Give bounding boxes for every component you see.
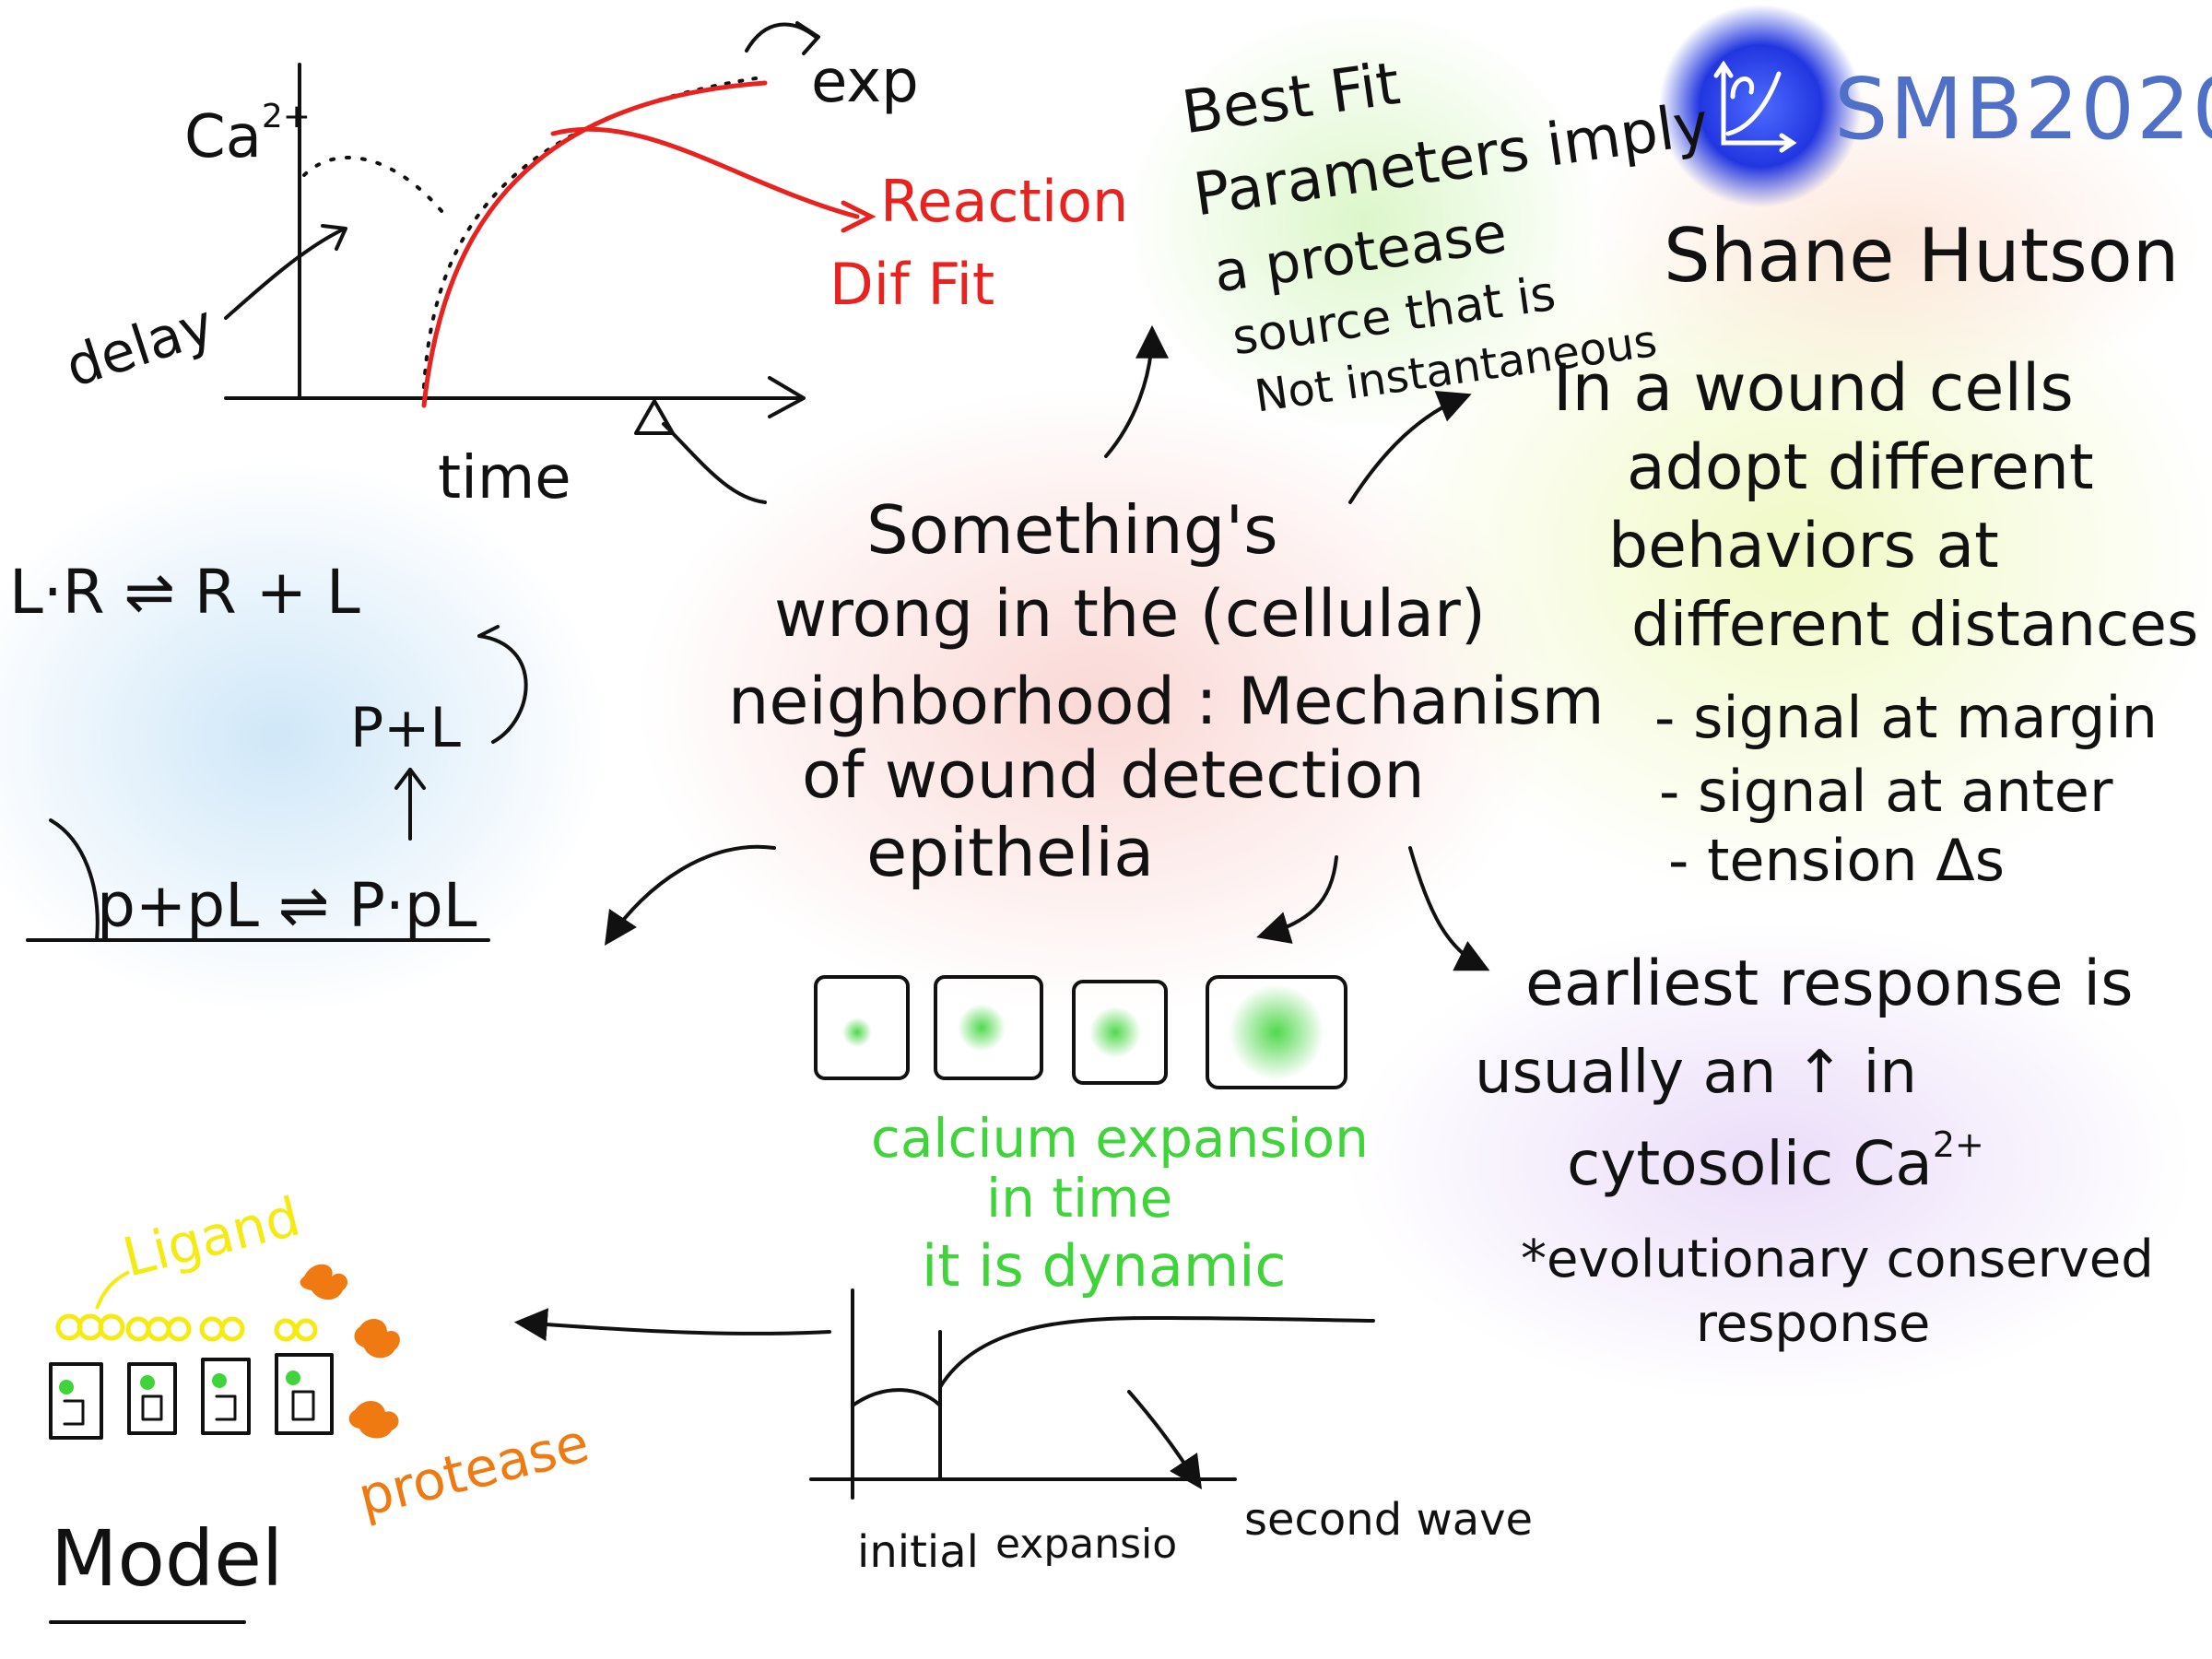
response-line-5: response [1696, 1294, 1930, 1354]
logo-text: SMB2020 [1834, 60, 2212, 159]
delay-label: delay [58, 292, 222, 400]
protease-blobs [300, 1264, 400, 1439]
calcium-frame-3 [1072, 980, 1168, 1085]
chart-ylabel: Ca2+ [184, 98, 311, 171]
reaction-eq-3: p+pL ⇌ P·pL [97, 870, 477, 941]
topic-line-3: neighborhood : Mechanism [728, 664, 1605, 739]
reaction-diffusion-fit-curve [421, 80, 768, 408]
topic-line-2: wrong in the (cellular) [774, 576, 1486, 652]
fit-label-line1: Reaction [880, 168, 1128, 235]
calcium-caption-3: it is dynamic [922, 1232, 1287, 1300]
second-wave-curve [938, 1316, 1375, 1389]
exp-label: exp [811, 48, 919, 116]
reaction-eq-1: L·R ⇌ R + L [9, 557, 360, 628]
connector-arrows [513, 324, 1490, 1489]
topic-line-4: of wound detection [802, 737, 1425, 813]
model-panel: Ligand protease Model [49, 1185, 595, 1624]
topic-line-5: epithelia [866, 814, 1154, 891]
calcium-caption-2: in time [986, 1167, 1172, 1230]
wound-line-3: behaviors at [1608, 510, 1999, 582]
fit-label-line2: Dif Fit [830, 251, 994, 318]
wound-cells-note: In a wound cells adopt different behavio… [1553, 350, 2198, 894]
calcium-frame-2 [934, 975, 1043, 1080]
earliest-response-note: earliest response is usually an ↑ in cyt… [1475, 947, 2154, 1354]
wave-second-label: second wave [1244, 1494, 1533, 1546]
calcium-expansion-panel: calcium expansion in time it is dynamic [814, 975, 1369, 1300]
response-line-1: earliest response is [1525, 947, 2134, 1020]
wound-line-6: - signal at anter [1659, 758, 2113, 825]
calcium-caption-1: calcium expansion [871, 1107, 1369, 1170]
wound-line-5: - signal at margin [1654, 684, 2158, 751]
cell-row [49, 1353, 334, 1440]
dotted-delay-curve [302, 156, 444, 214]
wound-line-7: - tension Δs [1668, 827, 2005, 894]
background-highlights [0, 9, 2212, 1401]
topic-line-1: Something's [866, 491, 1278, 569]
calcium-frame-1 [814, 975, 910, 1080]
speaker-name: Shane Hutson [1664, 213, 2179, 299]
wound-line-1: In a wound cells [1553, 350, 2074, 426]
wave-initial-label: initial [857, 1526, 979, 1578]
logo-graph-icon [1713, 60, 1797, 153]
ligand-molecules [55, 1313, 318, 1342]
wound-line-4: different distances [1631, 589, 2198, 660]
model-label: Model [51, 1513, 283, 1604]
reaction-eq-2: P+L [350, 696, 461, 760]
ligand-label: Ligand [117, 1185, 306, 1289]
calcium-frame-4 [1206, 975, 1347, 1089]
response-line-3: cytosolic Ca2+ [1567, 1124, 1984, 1199]
response-line-4: *evolutionary conserved [1521, 1230, 2154, 1289]
wound-line-2: adopt different [1627, 431, 2094, 504]
chart-xlabel: time [438, 444, 571, 512]
wave-expansion-label: expansio [995, 1521, 1177, 1568]
reaction-scheme: L·R ⇌ R + L P+L p+pL ⇌ P·pL [9, 557, 528, 942]
conference-logo: SMB2020 [1659, 5, 2212, 207]
calcium-wave-chart: initial expansio second wave [809, 1288, 1533, 1578]
response-line-2: usually an ↑ in [1475, 1039, 1917, 1107]
central-topic: Something's wrong in the (cellular) neig… [728, 491, 1605, 891]
